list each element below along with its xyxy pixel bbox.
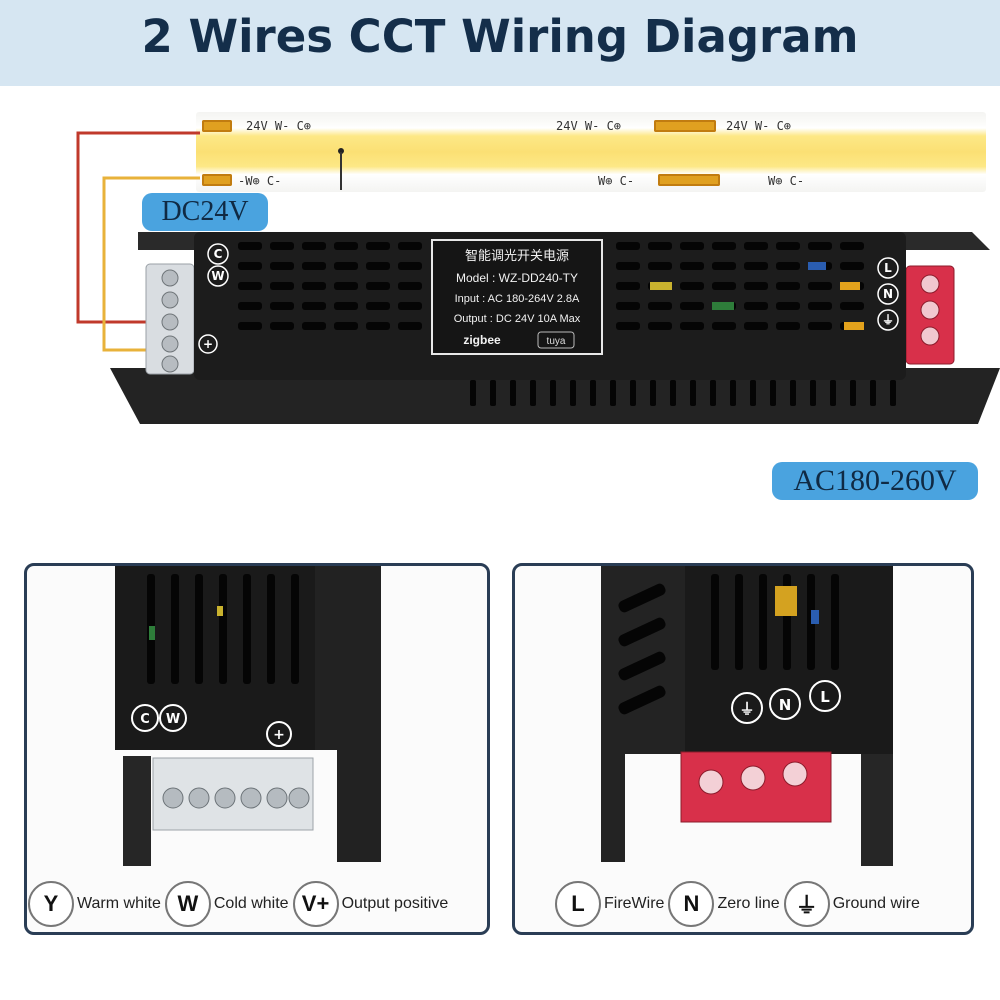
left-terminal-markers: C W + <box>198 243 229 354</box>
dc-voltage-label: DC24V <box>142 193 268 231</box>
solder-pad <box>202 174 232 186</box>
closeup-l-mark: L <box>820 688 830 706</box>
live-wire-symbol: L <box>555 881 601 927</box>
strip-bottom-label: W⊕ C- <box>768 174 805 188</box>
legend-item: Y Warm white <box>28 881 161 927</box>
ac-voltage-label: AC180-260V <box>772 462 978 500</box>
led-strip: 24V W- C⊕ 24V W- C⊕ 24V W- C⊕ -W⊕ C- W⊕ … <box>196 112 986 192</box>
legend-item: N Zero line <box>668 881 780 927</box>
output-positive-symbol: V+ <box>292 881 339 927</box>
input-terminal-detail: ⏚ N L <box>512 563 974 935</box>
input-legend: L FireWire N Zero line ⏚ Ground wire <box>555 878 1000 930</box>
closeup-plus-mark: + <box>273 727 285 743</box>
ground-symbol: ⏚ <box>783 881 830 927</box>
legend-item: ⏚ Ground wire <box>783 881 920 927</box>
output-closeup-image: C W + <box>115 566 381 866</box>
output-legend: Y Warm white W Cold white V+ Output posi… <box>28 878 488 930</box>
legend-label: Warm white <box>77 895 161 912</box>
yellow-wire <box>102 176 200 352</box>
terminal-ground-label: ⏚ <box>882 313 894 327</box>
terminal-c-label: C <box>214 247 223 261</box>
page-title: 2 Wires CCT Wiring Diagram <box>141 10 859 63</box>
tuya-logo: tuya <box>547 336 566 347</box>
right-terminal-markers: L N ⏚ <box>877 257 899 331</box>
terminal-n-label: N <box>883 287 893 301</box>
strip-top-label: 24V W- C⊕ <box>556 119 622 133</box>
neutral-wire-symbol: N <box>668 881 715 927</box>
power-supply-unit: C W + L N ⏚ 智能调光开关电源 Model : WZ-DD240-TY… <box>110 232 1000 424</box>
closeup-ground-mark: ⏚ <box>739 700 754 718</box>
legend-label: Ground wire <box>832 895 920 912</box>
legend-item: L FireWire <box>555 881 664 927</box>
legend-item: V+ Output positive <box>292 881 449 927</box>
strip-top-label: 24V W- C⊕ <box>726 119 792 133</box>
red-wire <box>76 131 200 324</box>
cold-white-symbol: W <box>164 881 211 927</box>
strip-cut-line <box>340 152 342 190</box>
device-label-line: Model : WZ-DD240-TY <box>456 271 578 285</box>
device-label-line: Output : DC 24V 10A Max <box>454 313 581 325</box>
input-closeup-image: ⏚ N L <box>601 566 893 866</box>
terminal-l-label: L <box>884 261 892 275</box>
solder-pad <box>654 120 716 132</box>
closeup-w-mark: W <box>166 712 180 727</box>
strip-bottom-label: W⊕ C- <box>598 174 635 188</box>
terminal-w-label: W <box>211 269 224 283</box>
device-label-line: 智能调光开关电源 <box>465 248 569 263</box>
left-screws <box>161 269 179 373</box>
strip-top-label: 24V W- C⊕ <box>246 119 312 133</box>
closeup-n-mark: N <box>779 696 792 714</box>
solder-pad <box>658 174 720 186</box>
solder-pad <box>202 120 232 132</box>
legend-label: Zero line <box>717 895 780 912</box>
device-label-line: Input : AC 180-264V 2.8A <box>455 293 580 305</box>
warm-white-symbol: Y <box>28 881 74 927</box>
legend-label: Output positive <box>341 895 449 912</box>
title-banner: 2 Wires CCT Wiring Diagram <box>0 0 1000 86</box>
zigbee-logo: zigbee <box>463 333 501 347</box>
right-screws <box>920 274 940 346</box>
output-terminal-detail: C W + <box>24 563 490 935</box>
legend-item: W Cold white <box>164 881 289 927</box>
legend-label: FireWire <box>604 895 665 912</box>
strip-bottom-label: -W⊕ C- <box>238 174 282 188</box>
legend-label: Cold white <box>213 895 289 912</box>
strip-dot <box>338 148 344 154</box>
terminal-plus-label: + <box>203 337 213 351</box>
closeup-c-mark: C <box>140 712 150 727</box>
wiring-lines <box>76 131 200 352</box>
